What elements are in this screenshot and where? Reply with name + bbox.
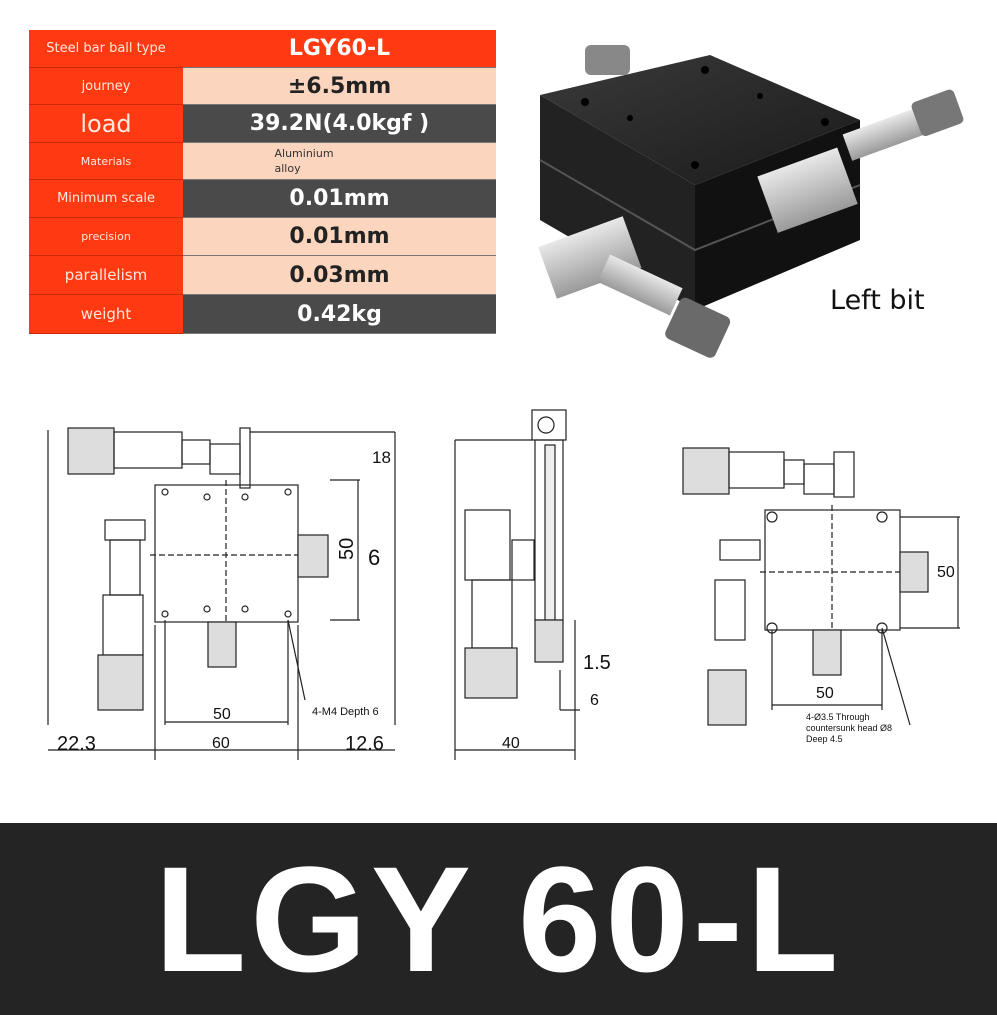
spec-value-weight: 0.42kg <box>183 295 496 334</box>
spec-value-min-scale: 0.01mm <box>183 180 496 218</box>
dim-50-side-top: 50 <box>937 564 955 581</box>
dim-50-bottom: 50 <box>213 706 231 723</box>
product-photo-caption: Left bit <box>830 285 925 316</box>
drawing-top-view <box>682 447 960 726</box>
spec-value-materials: Aluminium alloy <box>183 143 496 180</box>
spec-value-load: 39.2N(4.0kgf ) <box>183 105 496 143</box>
note-countersunk: 4-Ø3.5 Through countersunk head Ø8 Deep … <box>806 712 892 745</box>
dim-22-3: 22.3 <box>57 733 96 755</box>
spec-label-materials: Materials <box>29 143 183 180</box>
spec-row-precision: precision 0.01mm <box>29 218 496 256</box>
spec-label-parallelism: parallelism <box>29 256 183 295</box>
spec-value-journey: ±6.5mm <box>183 68 496 105</box>
drawing-side-view <box>454 409 580 760</box>
materials-line-1: Aluminium <box>274 147 334 160</box>
dim-18: 18 <box>372 448 391 467</box>
spec-row-load: load 39.2N(4.0kgf ) <box>29 105 496 143</box>
spec-row-materials: Materials Aluminium alloy <box>29 143 496 180</box>
spec-label-weight: weight <box>29 295 183 334</box>
spec-row-model: Steel bar ball type LGY60-L <box>29 30 496 68</box>
footer-title: LGY 60-L <box>154 834 843 1003</box>
note-countersunk-line-2: countersunk head Ø8 <box>806 723 893 733</box>
spec-label-min-scale: Minimum scale <box>29 180 183 218</box>
spec-row-min-scale: Minimum scale 0.01mm <box>29 180 496 218</box>
spec-row-weight: weight 0.42kg <box>29 295 496 334</box>
spec-row-parallelism: parallelism 0.03mm <box>29 256 496 295</box>
note-countersunk-line-3: Deep 4.5 <box>806 734 843 744</box>
spec-label-type: Steel bar ball type <box>29 30 183 68</box>
materials-line-2: alloy <box>274 162 301 175</box>
spec-label-journey: journey <box>29 68 183 105</box>
dim-6-side: 6 <box>590 692 599 709</box>
note-countersunk-line-1: 4-Ø3.5 Through <box>806 712 870 722</box>
dim-50-side: 50 <box>336 537 358 560</box>
dim-12-6: 12.6 <box>345 733 384 755</box>
footer-banner: LGY 60-L <box>0 823 997 1015</box>
technical-drawings <box>47 409 960 760</box>
note-holes: 4-M4 Depth 6 <box>312 706 379 718</box>
spec-value-parallelism: 0.03mm <box>183 256 496 295</box>
dim-50-bottom-top: 50 <box>816 685 834 702</box>
spec-table: Steel bar ball type LGY60-L journey ±6.5… <box>29 30 496 334</box>
dim-60: 60 <box>212 735 230 752</box>
drawing-front-view <box>47 427 396 760</box>
product-photo <box>538 45 964 358</box>
spec-row-journey: journey ±6.5mm <box>29 68 496 105</box>
spec-value-precision: 0.01mm <box>183 218 496 256</box>
spec-label-precision: precision <box>29 218 183 256</box>
dim-1-5: 1.5 <box>583 652 611 674</box>
spec-label-load: load <box>29 105 183 143</box>
dim-6: 6 <box>368 545 381 570</box>
dim-40: 40 <box>502 735 520 752</box>
spec-value-model: LGY60-L <box>183 30 496 68</box>
